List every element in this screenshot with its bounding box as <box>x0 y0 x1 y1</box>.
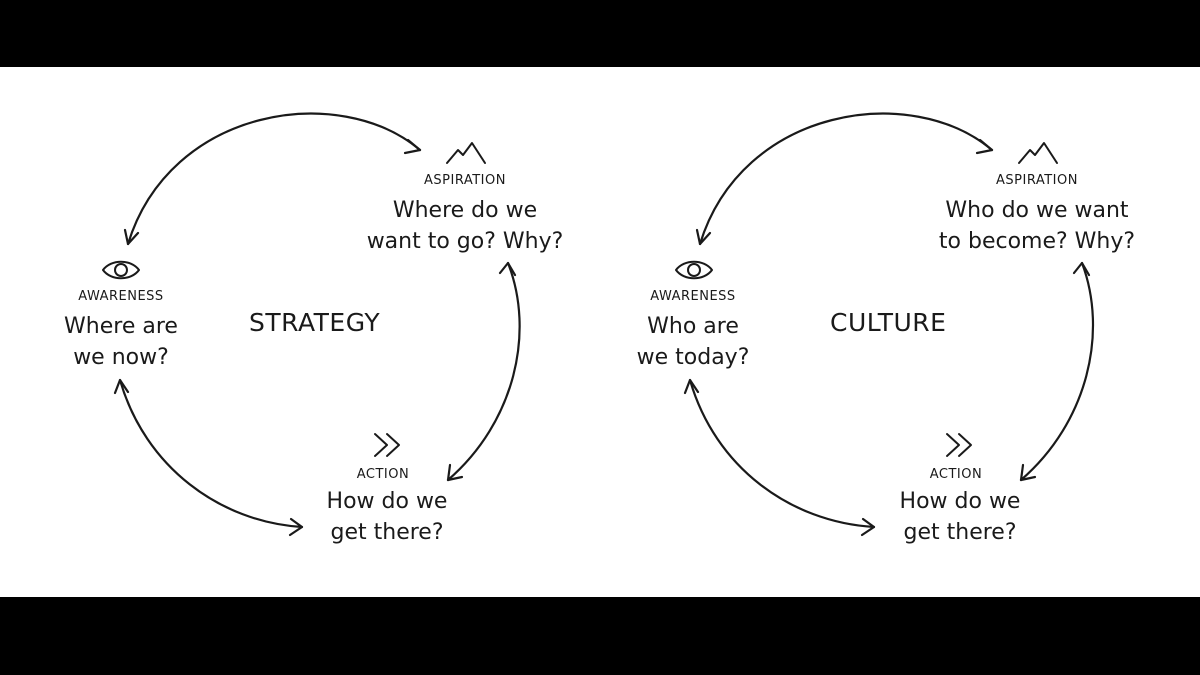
diagram-title-strategy: STRATEGY <box>249 308 381 337</box>
diagram-canvas: STRATEGY AWARENESS Where are we now? ASP… <box>0 67 1200 597</box>
question-line: we now? <box>73 345 169 370</box>
awareness-label-culture: AWARENESS <box>650 289 736 304</box>
question-line: How do we <box>899 489 1021 514</box>
awareness-question-culture: Who are we today? <box>608 311 778 373</box>
question-line: How do we <box>326 489 448 514</box>
arrowhead-aspiration-culture-up <box>1072 261 1091 277</box>
arrowhead-awareness-strategy-up <box>113 378 130 395</box>
letterbox-bottom <box>0 597 1200 675</box>
question-line: Who do we want <box>945 198 1129 223</box>
question-line: Where are <box>64 314 178 339</box>
awareness-question-strategy: Where are we now? <box>40 311 202 373</box>
mountain-icon <box>1018 142 1058 164</box>
arrow-awareness-aspiration-strategy <box>126 112 422 246</box>
arrow-aspiration-action-culture <box>1019 261 1094 482</box>
letterbox-top <box>0 0 1200 67</box>
aspiration-label-culture: ASPIRATION <box>996 173 1078 188</box>
question-line: Who are <box>647 314 739 339</box>
arrowhead-awareness-culture-up <box>683 378 700 395</box>
arrowhead-aspiration-strategy <box>403 138 422 155</box>
eye-icon <box>102 260 140 280</box>
action-question-strategy: How do we get there? <box>297 486 477 548</box>
arrowhead-awareness-culture <box>695 228 712 246</box>
aspiration-label-strategy: ASPIRATION <box>424 173 506 188</box>
aspiration-question-strategy: Where do we want to go? Why? <box>345 195 585 257</box>
diagram-title-culture: CULTURE <box>830 308 947 337</box>
arrow-awareness-action-strategy <box>118 378 304 529</box>
eye-icon <box>675 260 713 280</box>
double-chevron-icon <box>374 433 400 457</box>
aspiration-question-culture: Who do we want to become? Why? <box>917 195 1157 257</box>
mountain-icon <box>446 142 486 164</box>
arrowhead-aspiration-strategy-up <box>498 261 517 277</box>
question-line: want to go? Why? <box>366 229 564 254</box>
cycle-arrows <box>113 112 1094 537</box>
arrow-aspiration-action-strategy <box>446 261 521 482</box>
question-line: get there? <box>330 520 444 545</box>
arrowhead-awareness-strategy <box>123 228 140 246</box>
question-line: to become? Why? <box>938 229 1136 254</box>
arrowhead-action-culture <box>1019 463 1037 482</box>
question-line: Where do we <box>392 198 538 223</box>
question-line: we today? <box>636 345 750 370</box>
arrowhead-aspiration-culture <box>975 138 994 155</box>
action-label-strategy: ACTION <box>356 467 410 482</box>
arrow-awareness-action-culture <box>688 378 876 529</box>
question-line: get there? <box>903 520 1017 545</box>
action-label-culture: ACTION <box>929 467 983 482</box>
arrowhead-action-strategy-right <box>288 517 304 537</box>
arrowhead-action-culture-right <box>860 517 876 537</box>
arrowhead-action-strategy <box>446 463 464 482</box>
awareness-label-strategy: AWARENESS <box>78 289 164 304</box>
action-question-culture: How do we get there? <box>870 486 1050 548</box>
double-chevron-icon <box>946 433 972 457</box>
arrow-awareness-aspiration-culture <box>698 112 994 246</box>
